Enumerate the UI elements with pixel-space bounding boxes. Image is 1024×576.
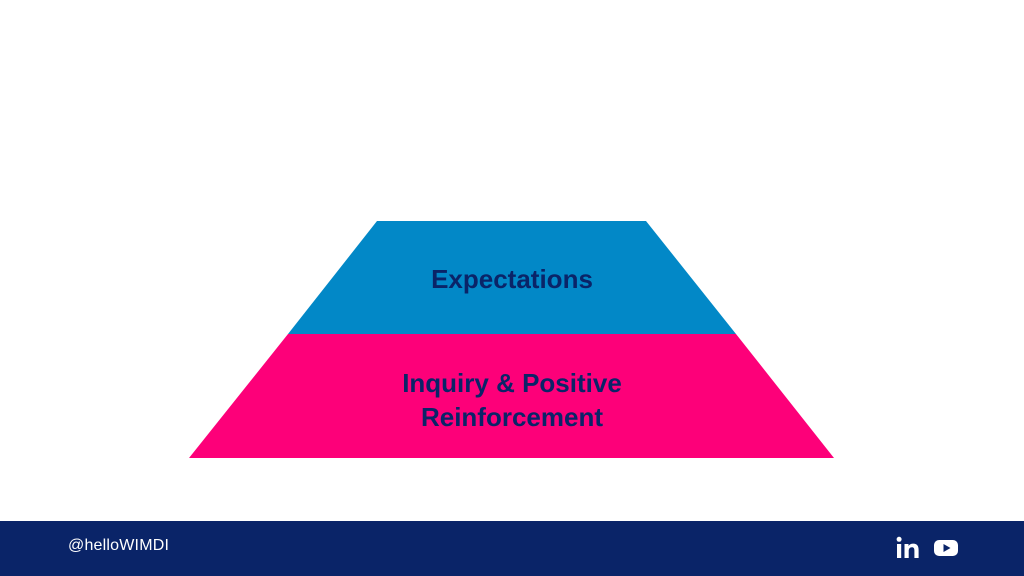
social-handle: @helloWIMDI	[68, 537, 170, 554]
footer-bar: @helloWIMDI	[0, 521, 1024, 576]
inquiry-reinforcement-label-line2: Reinforcement	[420, 402, 604, 432]
inquiry-reinforcement-label-line1: Inquiry & Positive	[402, 368, 622, 398]
youtube-icon[interactable]	[933, 535, 959, 561]
inquiry-reinforcement-label: Inquiry & Positive Reinforcement	[312, 366, 712, 434]
pyramid-layer-inquiry-reinforcement	[189, 334, 834, 458]
linkedin-icon[interactable]	[895, 535, 921, 561]
expectations-label: Expectations	[431, 264, 593, 294]
pyramid-layer-expectations	[288, 221, 736, 334]
